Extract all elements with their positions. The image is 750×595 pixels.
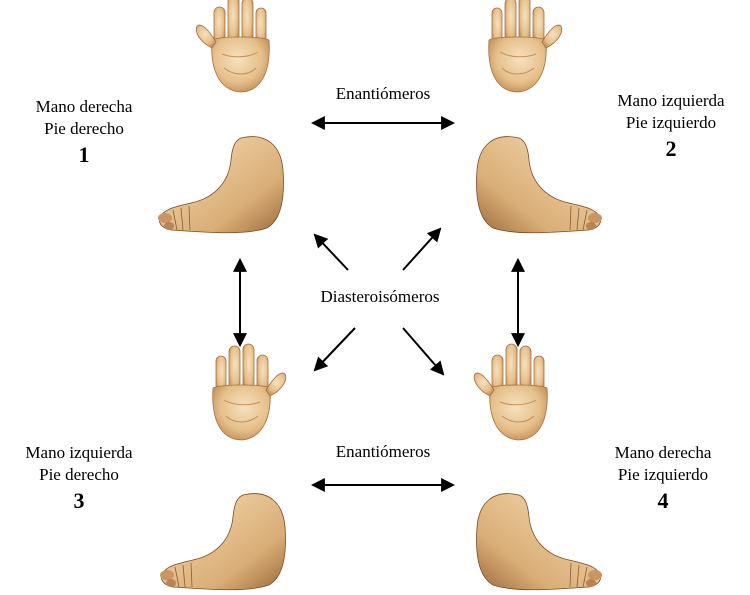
foot-icon <box>477 137 602 233</box>
hand-icon <box>489 0 562 92</box>
hand-type-text: Mano izquierda <box>4 442 154 464</box>
diastereo-arrow-down-right <box>403 328 443 374</box>
diastereo-arrow-up-left <box>315 235 348 270</box>
quadrant-1-label: Mano derecha Pie derecho 1 <box>14 96 154 170</box>
foot-icon <box>160 494 285 590</box>
hand-icon <box>196 0 269 92</box>
quadrant-2-label: Mano izquierda Pie izquierdo 2 <box>596 90 746 164</box>
hand-icon <box>474 344 547 440</box>
isomer-number: 1 <box>14 140 154 170</box>
hand-icon <box>213 344 286 440</box>
hand-type-text: Mano izquierda <box>596 90 746 112</box>
quadrant-3-label: Mano izquierda Pie derecho 3 <box>4 442 154 516</box>
diastereo-arrow-up-right <box>403 229 440 270</box>
enantiomers-label-bottom: Enantiómeros <box>320 442 446 462</box>
enantiomers-label-top: Enantiómeros <box>320 84 446 104</box>
foot-type-text: Pie derecho <box>4 464 154 486</box>
foot-type-text: Pie derecho <box>14 118 154 140</box>
diastereoisomers-label: Diasteroisómeros <box>300 287 460 307</box>
hand-type-text: Mano derecha <box>590 442 736 464</box>
isomer-number: 3 <box>4 486 154 516</box>
foot-icon <box>158 137 283 233</box>
diastereo-arrow-down-left <box>315 328 355 370</box>
isomer-number: 4 <box>590 486 736 516</box>
foot-type-text: Pie izquierdo <box>596 112 746 134</box>
foot-type-text: Pie izquierdo <box>590 464 736 486</box>
quadrant-4-label: Mano derecha Pie izquierdo 4 <box>590 442 736 516</box>
isomer-number: 2 <box>596 134 746 164</box>
foot-icon <box>477 494 602 590</box>
hand-type-text: Mano derecha <box>14 96 154 118</box>
